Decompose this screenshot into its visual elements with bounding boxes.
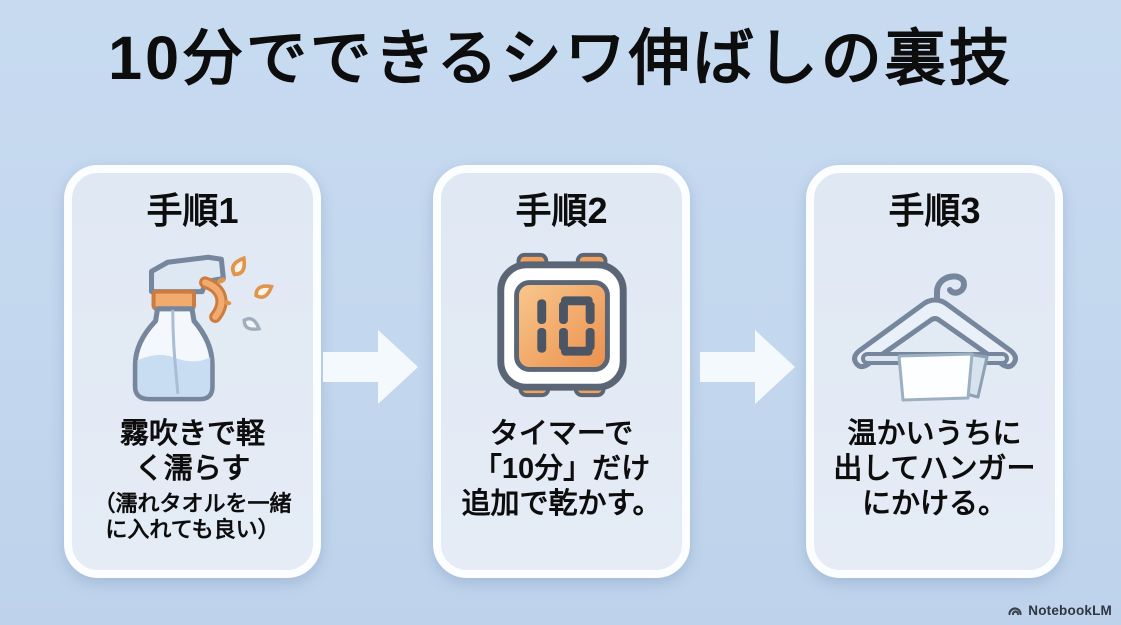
spray-bottle-icon (132, 254, 274, 401)
step-2-label: 手順2 (515, 190, 608, 231)
timer-icon (496, 252, 627, 397)
notebooklm-logo-icon (1008, 607, 1022, 616)
step-1-text: 霧吹きで軽 く濡らす (119, 417, 265, 485)
hanger-icon (851, 273, 1018, 402)
seven-segment-digits (536, 295, 595, 356)
step-3-text: 温かいうちに 出してハンガー にかける。 (833, 417, 1036, 521)
spray-droplets-icon (216, 255, 274, 331)
step-2-text: タイマーで 「10分」だけ 追加で乾かす。 (461, 417, 662, 521)
step-2-icon-wrap: 10 (483, 237, 641, 415)
step-3-label: 手順3 (888, 190, 981, 231)
arrow-right-icon (700, 330, 795, 404)
watermark: NotebookLM (1007, 602, 1112, 618)
step-card-2: 手順2 10 (433, 165, 690, 578)
step-1-note: （濡れタオルを一緒 に入れても良い） (93, 491, 292, 543)
watermark-brand: NotebookLM (1028, 602, 1112, 618)
page-title: 10分でできるシワ伸ばしの裏技 (108, 24, 1013, 92)
step-3-icon-wrap (845, 237, 1025, 415)
step-card-3: 手順3 温かいうちに 出してハンガー にかける。 (806, 165, 1063, 578)
step-1-icon-wrap (107, 237, 279, 415)
arrow-right-icon (323, 330, 418, 404)
step-1-label: 手順1 (146, 190, 239, 231)
step-card-1: 手順1 霧吹きで軽 く濡らす (64, 165, 321, 578)
